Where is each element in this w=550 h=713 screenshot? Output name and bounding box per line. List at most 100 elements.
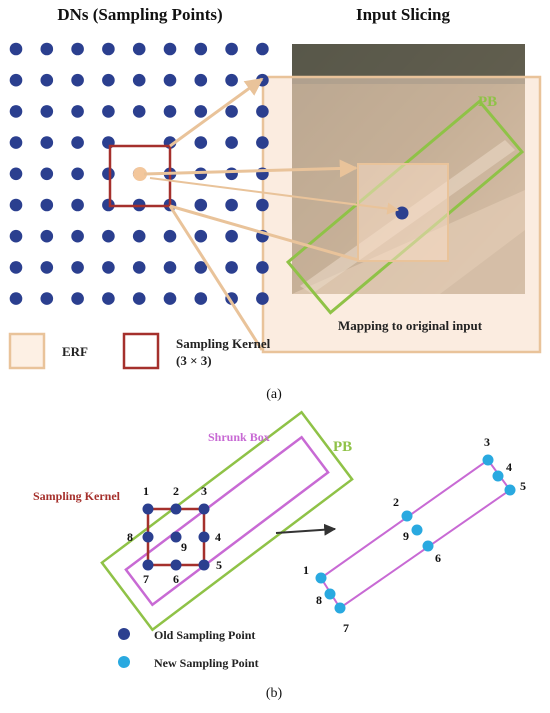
legend-old-point-label: Old Sampling Point [154, 628, 255, 642]
sampling-point [194, 42, 208, 56]
shrunk-box-label: Shrunk Box [208, 430, 270, 444]
sampling-point [102, 42, 115, 56]
old-point-number: 4 [215, 530, 221, 544]
old-sampling-point [198, 531, 210, 543]
old-point-number: 6 [173, 572, 179, 586]
sampling-point [9, 292, 23, 305]
sampling-point [256, 42, 269, 56]
sampling-point [194, 292, 208, 305]
sampling-point [71, 73, 84, 87]
sampling-point [9, 198, 23, 212]
sampling-point [40, 292, 54, 305]
mapping-arrows [143, 77, 400, 351]
sampling-kernel-label: Sampling Kernel [33, 489, 121, 503]
legend-erf-swatch [8, 332, 46, 370]
legend-new-point-marker [118, 656, 130, 668]
panel-a-title-right: Input Slicing [356, 5, 451, 24]
caption-a: (a) [266, 387, 282, 402]
old-sampling-point [170, 559, 182, 571]
old-sampling-point [142, 531, 154, 543]
sampling-point [194, 105, 208, 118]
new-point-number: 1 [303, 563, 309, 577]
sampling-point [132, 261, 146, 274]
sampling-point [102, 105, 115, 118]
sampling-point [225, 105, 238, 118]
sampling-point [9, 167, 23, 181]
sampling-point [102, 198, 115, 212]
old-sampling-point [198, 503, 210, 515]
sampling-point [9, 261, 23, 274]
sampling-point [9, 73, 23, 87]
legend-kernel-label-line2: (3 × 3) [176, 353, 212, 368]
legend-old-point-marker [118, 628, 130, 640]
sampling-point [71, 198, 84, 212]
sampling-point [40, 229, 54, 243]
sampling-point [163, 42, 177, 56]
old-sampling-point [142, 559, 154, 571]
sampling-point [40, 167, 54, 181]
sampling-point [225, 229, 238, 243]
new-point-number: 3 [484, 435, 490, 449]
old-sampling-point [170, 503, 182, 515]
sampling-point [194, 73, 208, 87]
old-point-number: 2 [173, 484, 179, 498]
sampling-point [71, 42, 84, 56]
new-point-number: 8 [316, 593, 322, 607]
sampling-point [40, 261, 54, 274]
new-point-number: 2 [393, 495, 399, 509]
old-point-number: 3 [201, 484, 207, 498]
sampling-point [225, 261, 238, 274]
sampling-point [9, 42, 23, 56]
old-sampling-point [198, 559, 210, 571]
mapped-point [395, 206, 409, 220]
panel-a-title-left: DNs (Sampling Points) [57, 5, 222, 24]
sampling-point [194, 136, 208, 149]
sampling-point [256, 136, 269, 149]
sampling-point [40, 105, 54, 118]
sampling-point [132, 229, 146, 243]
sampling-point [163, 229, 177, 243]
new-sampling-point [324, 588, 336, 600]
sampling-point [132, 292, 146, 305]
sampling-point [9, 105, 23, 118]
new-sampling-point [422, 540, 434, 552]
new-sampling-point [482, 454, 494, 466]
sampling-point [225, 42, 238, 56]
sampling-point [9, 229, 23, 243]
new-sampling-point [504, 484, 516, 496]
sampling-point [9, 136, 23, 149]
sampling-point [71, 261, 84, 274]
sampling-point [256, 261, 269, 274]
legend-erf-label: ERF [62, 344, 88, 359]
sampling-point [71, 167, 84, 181]
new-sampling-point [401, 510, 413, 522]
sampling-point [225, 167, 238, 181]
old-point-number: 8 [127, 530, 133, 544]
sampling-point [225, 198, 238, 212]
sampling-point [102, 261, 115, 274]
sampling-point [225, 73, 238, 87]
pb-label-a: PB [478, 94, 497, 110]
new-point-number: 7 [343, 621, 349, 635]
sampling-point [40, 42, 54, 56]
sampling-point [102, 167, 115, 181]
sampling-point [163, 261, 177, 274]
pb-label-b: PB [333, 439, 352, 455]
old-point-number: 1 [143, 484, 149, 498]
legend-kernel-swatch [122, 332, 160, 370]
new-point-number: 4 [506, 460, 512, 474]
sampling-point [194, 229, 208, 243]
new-point-number: 9 [403, 529, 409, 543]
sampling-point [71, 136, 84, 149]
new-sampling-point [492, 470, 504, 482]
sampling-point [40, 136, 54, 149]
sampling-point [102, 292, 115, 305]
arrow-right-icon [275, 523, 337, 536]
sampling-point-grid [9, 42, 269, 305]
old-point-number: 7 [143, 572, 149, 586]
sampling-point [71, 229, 84, 243]
